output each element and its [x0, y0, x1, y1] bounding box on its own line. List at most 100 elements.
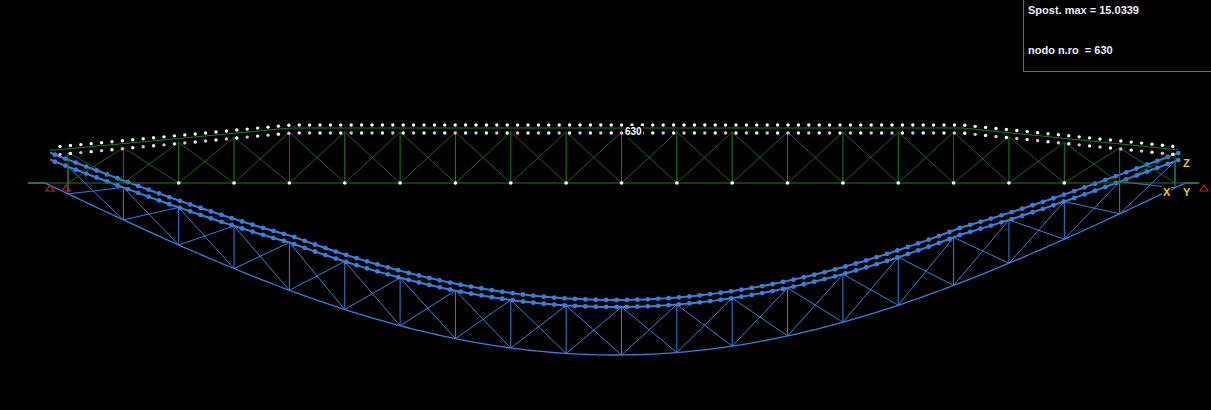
top-node-dot [402, 131, 405, 134]
deformed-node-dot [614, 298, 619, 303]
top-node-dot [1161, 152, 1164, 155]
diagonal [123, 142, 178, 183]
top-node-dot [901, 131, 904, 134]
deformed-node-dot [406, 278, 411, 283]
vertical [1064, 142, 1065, 183]
deformed-node-dot [458, 289, 463, 294]
deformed-node-dot [417, 273, 422, 278]
deformed-node-dot [895, 255, 900, 260]
deformed-diagonal [123, 187, 178, 244]
deformed-node-dot [697, 293, 702, 298]
deformed-node-dot [853, 261, 858, 266]
top-node-dot [474, 131, 477, 134]
diagonal [843, 132, 898, 183]
diagonal [179, 137, 234, 183]
top-node-dot [433, 123, 436, 126]
top-node-dot [807, 123, 810, 126]
deformed-node-dot [188, 202, 193, 207]
top-node-dot [1150, 150, 1153, 153]
diagonal [1064, 142, 1119, 183]
deformed-node-dot [1176, 158, 1181, 163]
bottom-node-dot [841, 181, 845, 185]
top-node-dot [506, 123, 509, 126]
deformed-node-dot [292, 235, 297, 240]
deformed-diagonal [400, 278, 455, 339]
deformed-node-dot [489, 295, 494, 300]
top-node-dot [693, 123, 696, 126]
top-node-dot [1026, 138, 1029, 141]
deformed-node-dot [781, 279, 786, 284]
top-node-dot [984, 134, 987, 137]
top-node-dot [516, 131, 519, 134]
top-node-dot [1098, 137, 1101, 140]
deformed-node-dot [385, 265, 390, 270]
diagonal [788, 132, 843, 183]
vertical [787, 132, 788, 183]
top-node-dot [849, 131, 852, 134]
top-node-dot [58, 153, 61, 156]
top-node-dot [1036, 131, 1039, 134]
top-node-dot [1026, 130, 1029, 133]
deformed-node-dot [531, 300, 536, 305]
deformed-node-dot [864, 258, 869, 263]
top-node-dot [974, 125, 977, 128]
axis-label: Z [1182, 157, 1191, 169]
deformed-node-dot [136, 191, 141, 196]
deformed-node-dot [978, 219, 983, 224]
undeformed-shape [28, 123, 1200, 185]
top-node-dot [526, 123, 529, 126]
deformed-vertical [566, 305, 567, 353]
deformed-diagonal [898, 237, 953, 305]
diagonal [1120, 153, 1175, 183]
top-node-dot [485, 131, 488, 134]
top-node-dot [370, 123, 373, 126]
deformed-diagonal [732, 288, 787, 346]
deformed-node-dot [833, 274, 838, 279]
top-node-dot [682, 131, 685, 134]
top-node-dot [755, 123, 758, 126]
top-node-dot [922, 131, 925, 134]
top-node-dot [610, 123, 613, 126]
vertical [676, 132, 677, 183]
deformed-diagonal [345, 278, 400, 310]
top-node-dot [672, 123, 675, 126]
diagonal [1120, 148, 1175, 183]
top-node-dot [568, 123, 571, 126]
top-node-dot [1036, 139, 1039, 142]
bottom-node-dot [343, 181, 347, 185]
top-node-dot [173, 134, 176, 137]
deformed-node-dot [489, 288, 494, 293]
top-node-dot [495, 123, 498, 126]
top-node-dot [422, 123, 425, 126]
bottom-node-dot [454, 181, 458, 185]
deformed-vertical [1008, 220, 1009, 263]
top-node-dot [391, 123, 394, 126]
deformed-node-dot [333, 249, 338, 254]
deformed-node-dot [749, 286, 754, 291]
bottom-node-dot [177, 181, 181, 185]
deformed-node-dot [333, 256, 338, 261]
top-node-dot [901, 123, 904, 126]
deformed-node-dot [53, 159, 58, 164]
top-node-dot [443, 123, 446, 126]
diagonal [511, 132, 566, 183]
top-node-dot [1140, 149, 1143, 152]
deformed-node-dot [469, 284, 474, 289]
vertical [1175, 153, 1176, 183]
top-node-dot [734, 123, 737, 126]
top-node-dot [69, 152, 72, 155]
top-node-dot [339, 123, 342, 126]
deformed-node-dot [240, 219, 245, 224]
bottom-node-dot [786, 181, 790, 185]
deformed-diagonal [234, 242, 289, 268]
top-node-dot [547, 123, 550, 126]
top-node-dot [610, 131, 613, 134]
top-node-dot [495, 131, 498, 134]
deformed-node-dot [729, 289, 734, 294]
deformed-node-dot [1061, 199, 1066, 204]
deformed-node-dot [417, 280, 422, 285]
top-node-dot [797, 131, 800, 134]
top-node-dot [131, 146, 134, 149]
top-node-dot [183, 133, 186, 136]
